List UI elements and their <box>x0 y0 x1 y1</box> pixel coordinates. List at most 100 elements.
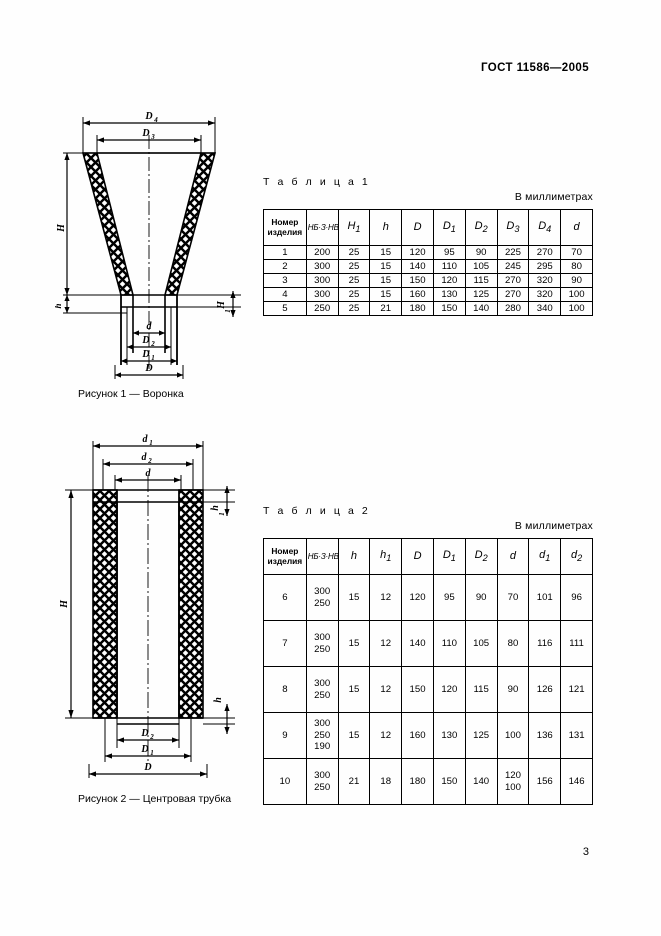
cell-item-number: 6 <box>263 574 307 621</box>
svg-text:D: D <box>140 728 148 739</box>
cell-value: 120 <box>401 574 434 621</box>
svg-text:1: 1 <box>149 439 153 447</box>
dimension-D1: D 1 <box>121 349 177 364</box>
cell-item-number: 4 <box>263 287 307 303</box>
svg-text:2: 2 <box>149 733 154 741</box>
cell-value: 80 <box>560 259 593 275</box>
column-header-D: D <box>401 209 434 246</box>
cell-value: 100 <box>496 712 530 759</box>
column-header-d: d <box>496 538 530 575</box>
standard-number: ГОСТ 11586—2005 <box>481 62 589 74</box>
column-header-D2: D2 <box>464 209 498 246</box>
cell-value: 21 <box>369 301 403 317</box>
page-number: 3 <box>582 846 589 858</box>
column-header-material-grade: НБ·З·НВ <box>305 209 339 246</box>
dimension-D1: D 1 <box>105 744 191 759</box>
cell-value: 340 <box>528 301 562 317</box>
svg-text:H: H <box>56 223 67 233</box>
cell-value: 156 <box>528 758 562 805</box>
column-header-H1: H1 <box>337 209 371 246</box>
cell-value: 300 250 <box>305 574 339 621</box>
cell-value: 295 <box>528 259 562 275</box>
funnel-svg: D 4 D 3 <box>55 111 241 379</box>
dimension-d2: d 2 <box>102 452 194 490</box>
dimension-H: H <box>59 489 95 719</box>
dimension-D: D <box>88 762 208 778</box>
cell-value: 146 <box>560 758 593 805</box>
column-header-d: d <box>560 209 593 246</box>
cell-value: 90 <box>464 574 498 621</box>
dimension-h: h <box>55 295 127 314</box>
svg-text:2: 2 <box>150 340 155 348</box>
column-header-D: D <box>401 538 434 575</box>
cell-value: 100 <box>560 287 593 303</box>
funnel-wall-left <box>81 152 135 296</box>
cell-value: 300 250 190 <box>305 712 339 759</box>
cell-value: 200 <box>305 244 339 261</box>
svg-text:D: D <box>143 762 151 773</box>
cell-value: 110 <box>432 259 466 275</box>
cell-value: 300 250 <box>305 758 339 805</box>
cell-value: 120 100 <box>496 758 530 805</box>
cell-value: 96 <box>560 574 593 621</box>
cell-value: 300 250 <box>305 620 339 667</box>
svg-text:D: D <box>140 744 148 755</box>
cell-value: 140 <box>464 758 498 805</box>
dimension-H: H <box>56 152 127 296</box>
figure-1-funnel-drawing: D 4 D 3 <box>55 95 270 380</box>
cell-value: 150 <box>401 666 434 713</box>
cell-value: 140 <box>464 301 498 317</box>
cell-value: 140 <box>401 620 434 667</box>
cell-value: 320 <box>528 273 562 289</box>
table-1-title: Т а б л и ц а 1 <box>263 176 371 188</box>
cell-item-number: 2 <box>263 259 307 275</box>
cell-value: 25 <box>337 244 371 261</box>
column-header-D2: D2 <box>464 538 498 575</box>
funnel-stem <box>120 294 178 365</box>
cell-value: 100 <box>560 301 593 317</box>
cell-value: 15 <box>369 287 403 303</box>
svg-text:d: d <box>146 468 152 479</box>
svg-text:h: h <box>210 505 221 511</box>
cell-item-number: 10 <box>263 758 307 805</box>
cell-value: 15 <box>369 244 403 261</box>
cell-value: 105 <box>464 620 498 667</box>
column-header-D4: D4 <box>528 209 562 246</box>
cell-value: 12 <box>369 712 403 759</box>
cell-value: 126 <box>528 666 562 713</box>
svg-text:1: 1 <box>224 309 232 313</box>
svg-text:H: H <box>216 300 227 310</box>
cell-item-number: 9 <box>263 712 307 759</box>
svg-text:1: 1 <box>150 749 154 757</box>
dimension-d1: d 1 <box>92 434 204 490</box>
cell-value: 15 <box>369 273 403 289</box>
svg-text:D: D <box>144 363 152 374</box>
cell-item-number: 7 <box>263 620 307 667</box>
cell-value: 70 <box>496 574 530 621</box>
cell-item-number: 1 <box>263 244 307 261</box>
column-header-material-grade: НБ·З·НВ <box>305 538 339 575</box>
cell-value: 25 <box>337 301 371 317</box>
figure-2-centre-tube-drawing: d 1 d 2 d <box>55 428 270 780</box>
cell-value: 95 <box>432 244 466 261</box>
cell-value: 150 <box>432 301 466 317</box>
cell-value: 131 <box>560 712 593 759</box>
cell-value: 12 <box>369 574 403 621</box>
cell-value: 115 <box>464 273 498 289</box>
cell-value: 90 <box>496 666 530 713</box>
dimension-D4: D 4 <box>82 111 216 153</box>
